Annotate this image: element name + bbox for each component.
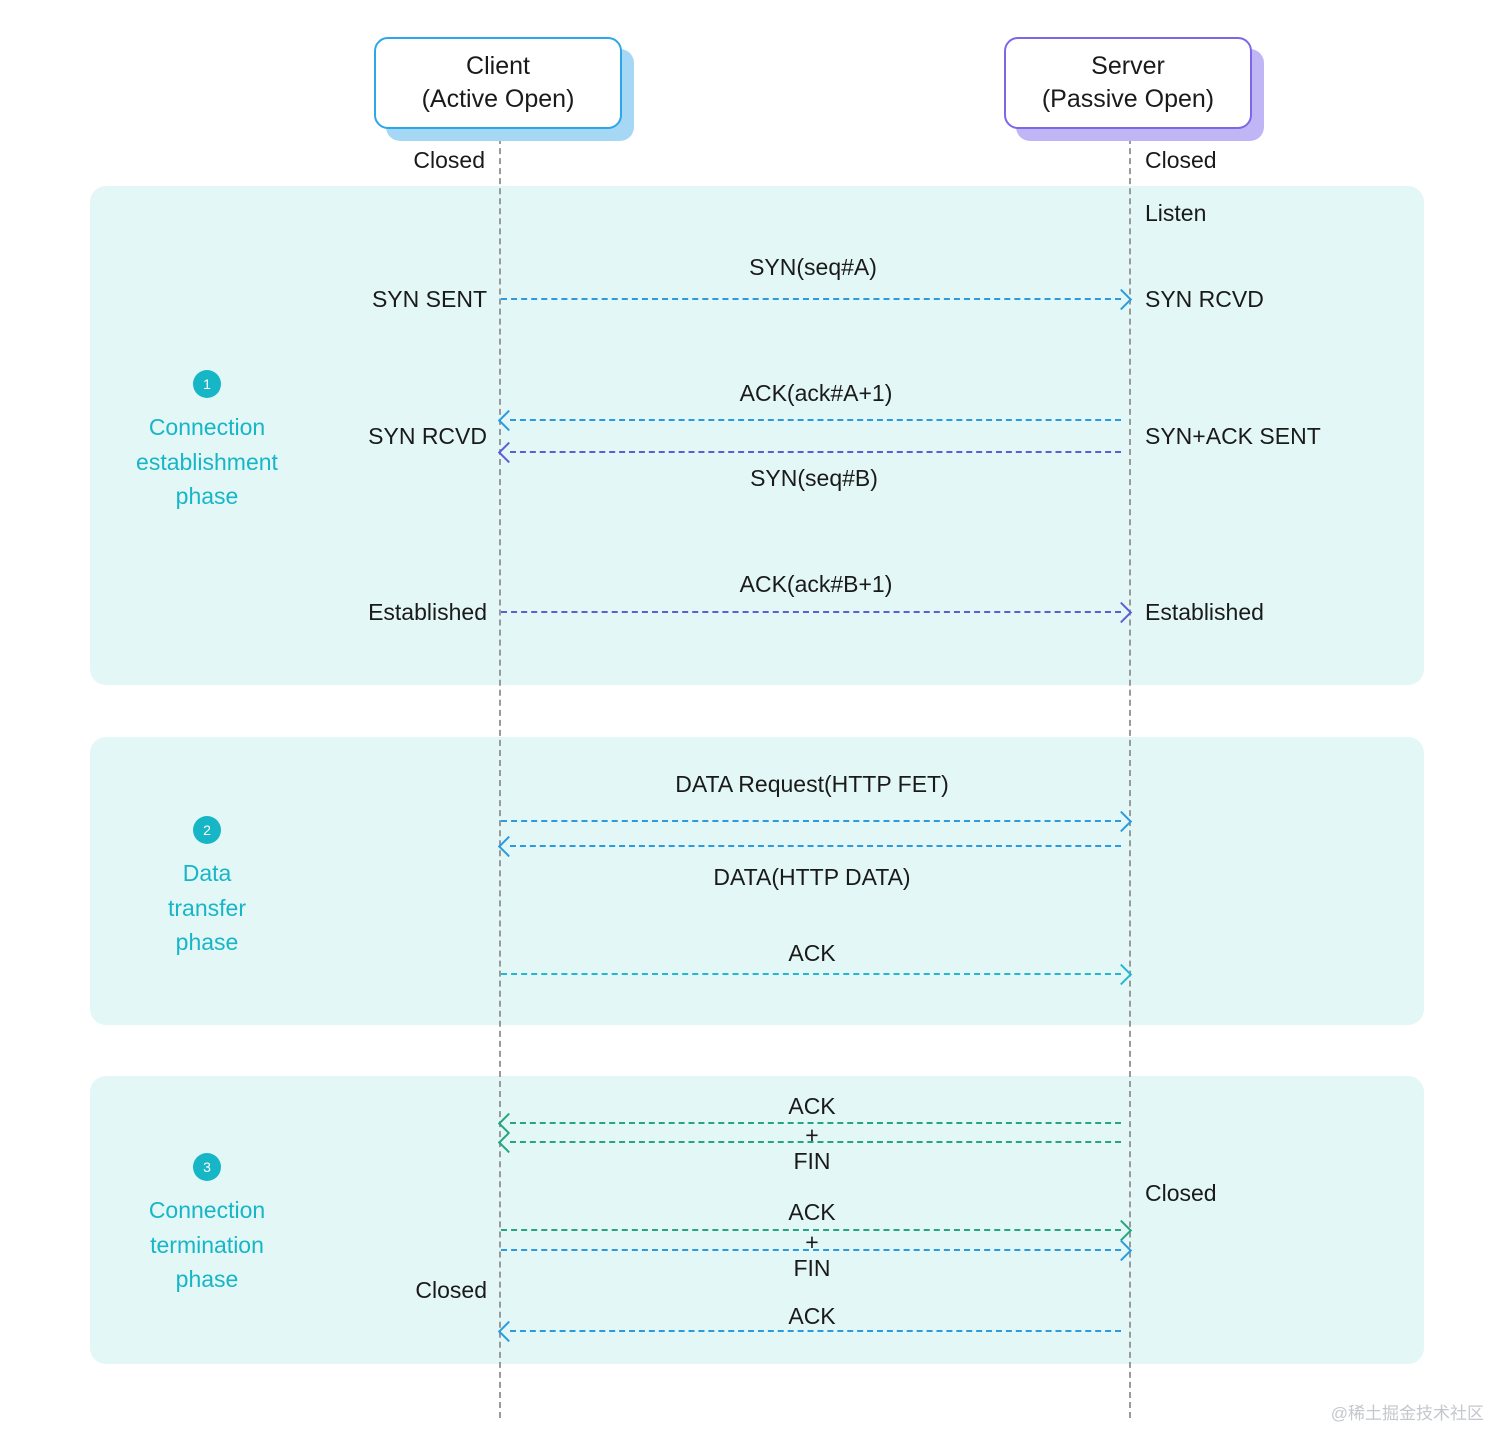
state-server-syn-ack-sent: SYN+ACK SENT (1145, 423, 1321, 449)
phase-1-title-line-3: phase (175, 483, 239, 509)
phase-legend-1: 1 Connection establishment phase (126, 370, 288, 514)
message-ack-b-plus-1: ACK(ack#B+1) (739, 571, 893, 597)
message-fin-ack-1-plus: + (805, 1122, 819, 1148)
arrow-final-ack (510, 1330, 1121, 1332)
state-client-syn-rcvd: SYN RCVD (368, 423, 487, 449)
phase-1-title-line-1: Connection (148, 414, 266, 440)
phase-panel-connection-establishment (90, 186, 1424, 685)
state-server-closed-end: Closed (1145, 1180, 1217, 1206)
phase-1-title-line-2: establishment (136, 448, 278, 475)
phase-badge-2: 2 (193, 816, 221, 844)
message-final-ack: ACK (788, 1303, 836, 1329)
phase-2-title-line-2: transfer (168, 894, 246, 921)
phase-panel-data-transfer (90, 737, 1424, 1025)
state-client-syn-sent: SYN SENT (371, 286, 487, 312)
arrow-fin-ack-2-bottom (501, 1249, 1121, 1251)
message-syn-seq-b: SYN(seq#B) (750, 465, 878, 491)
message-ack-data-phase: ACK (788, 940, 836, 966)
phase-2-title-line-1: Data (182, 860, 232, 886)
message-fin-ack-2-plus: + (805, 1229, 819, 1255)
phase-legend-3: 3 Connection termination phase (126, 1153, 288, 1297)
server-actor-name: Server (1091, 52, 1165, 80)
client-actor-name: Client (466, 52, 530, 80)
phase-badge-3: 3 (193, 1153, 221, 1181)
phase-3-title-line-2: termination (150, 1231, 264, 1258)
state-client-established: Established (368, 599, 487, 625)
phase-3-title-line-1: Connection (148, 1197, 266, 1223)
state-client-closed-top: Closed (413, 147, 485, 173)
state-server-established: Established (1145, 599, 1264, 625)
watermark: @稀土掘金技术社区 (1330, 1404, 1484, 1423)
arrow-fin-ack-1-top (510, 1122, 1121, 1124)
arrow-ack-data-phase (501, 973, 1121, 975)
server-actor-box[interactable]: Server (Passive Open) (1004, 37, 1252, 129)
phase-legend-2: 2 Data transfer phase (126, 816, 288, 960)
message-fin-ack-2-ack: ACK (788, 1199, 836, 1225)
message-fin-ack-1-ack: ACK (788, 1093, 836, 1119)
client-lifeline (499, 128, 501, 1418)
arrow-ack-a-plus-1 (510, 419, 1121, 421)
message-data-http-data: DATA(HTTP DATA) (713, 864, 911, 890)
message-syn-seq-a: SYN(seq#A) (749, 254, 877, 280)
message-data-request: DATA Request(HTTP FET) (675, 771, 949, 797)
arrow-ack-b-plus-1 (501, 611, 1121, 613)
server-lifeline (1129, 128, 1131, 1418)
message-fin-ack-2-fin: FIN (793, 1255, 831, 1281)
arrow-data-request (501, 820, 1121, 822)
arrow-data-http-data (510, 845, 1121, 847)
state-client-closed-end: Closed (415, 1277, 487, 1303)
state-server-listen: Listen (1145, 200, 1207, 226)
message-fin-ack-1-fin: FIN (793, 1148, 831, 1174)
client-actor-subtitle: (Active Open) (421, 85, 575, 113)
state-server-closed-top: Closed (1145, 147, 1217, 173)
arrow-syn-seq-a (501, 298, 1121, 300)
arrow-fin-ack-1-bottom (510, 1141, 1121, 1143)
message-ack-a-plus-1: ACK(ack#A+1) (739, 380, 893, 406)
arrow-syn-seq-b (510, 451, 1121, 453)
phase-2-title-line-3: phase (175, 929, 239, 955)
server-actor-subtitle: (Passive Open) (1041, 85, 1215, 113)
phase-panel-connection-termination (90, 1076, 1424, 1364)
client-actor-box[interactable]: Client (Active Open) (374, 37, 622, 129)
arrow-fin-ack-2-top (501, 1229, 1121, 1231)
phase-badge-1: 1 (193, 370, 221, 398)
phase-3-title-line-3: phase (175, 1266, 239, 1292)
state-server-syn-rcvd: SYN RCVD (1145, 286, 1264, 312)
